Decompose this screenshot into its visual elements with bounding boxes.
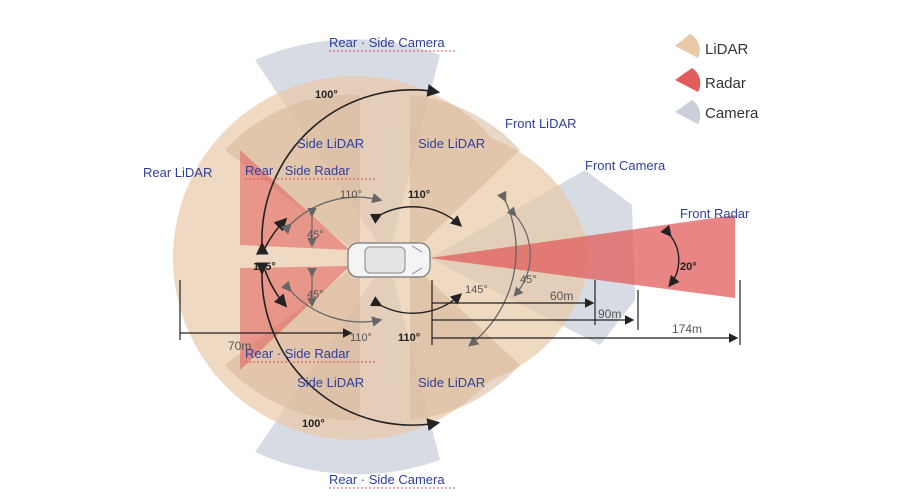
front-radar-zone (430, 215, 735, 298)
label-rear-lidar: Rear LiDAR (143, 165, 212, 180)
angle-labels: 100° 110° 110° 45° 145° 45° 20° 145° 45°… (253, 89, 697, 430)
distance-lidar-front: 60m (550, 289, 573, 303)
angle-camera-top: 100° (315, 89, 338, 101)
distance-labels: 60m 90m 174m 70m (228, 289, 702, 353)
legend-swatch-radar (675, 68, 701, 92)
angle-arcs (255, 84, 680, 431)
angle-side-lidar-bl: 110° (350, 332, 372, 344)
angle-camera-bottom: 100° (302, 418, 325, 430)
label-front-camera: Front Camera (585, 158, 666, 173)
distance-camera-front: 90m (598, 307, 621, 321)
angle-radar-bottom: 45° (307, 289, 324, 301)
angle-side-lidar-br: 110° (398, 332, 420, 344)
legend-item-camera: Camera (675, 100, 759, 124)
label-side-lidar-tr: Side LiDAR (418, 136, 485, 151)
legend: LiDAR Radar Camera (675, 34, 759, 124)
distance-lidar-rear: 70m (228, 339, 251, 353)
label-front-lidar: Front LiDAR (505, 116, 577, 131)
label-front-radar: Front Radar (680, 206, 750, 221)
label-side-lidar-bl: Side LiDAR (297, 375, 364, 390)
vehicle (347, 242, 431, 278)
legend-item-radar: Radar (675, 68, 746, 92)
label-side-lidar-br: Side LiDAR (418, 375, 485, 390)
angle-rear-lidar: 145° (253, 261, 276, 273)
label-rear-side-camera-top: Rear · Side Camera (329, 35, 445, 50)
legend-label-camera: Camera (705, 105, 759, 122)
angle-front-radar: 20° (680, 261, 697, 273)
legend-item-lidar: LiDAR (675, 34, 749, 58)
label-rear-side-radar-top: Rear · Side Radar (245, 163, 350, 178)
angle-radar-top: 45° (307, 229, 324, 241)
label-rear-side-radar-bottom: Rear · Side Radar (245, 346, 350, 361)
distance-radar-front: 174m (672, 322, 702, 336)
legend-label-lidar: LiDAR (705, 41, 749, 58)
legend-swatch-lidar (675, 34, 700, 58)
angle-side-lidar-tr: 110° (408, 189, 430, 201)
sensor-labels: Rear · Side Camera Front LiDAR Side LiDA… (143, 35, 750, 489)
angle-side-lidar-tl: 110° (340, 189, 362, 201)
angle-front-camera: 45° (520, 274, 537, 286)
legend-label-radar: Radar (705, 75, 746, 92)
distance-markers (179, 280, 741, 345)
legend-swatch-camera (675, 100, 701, 124)
angle-front-lidar: 145° (465, 284, 488, 296)
label-side-lidar-tl: Side LiDAR (297, 136, 364, 151)
label-rear-side-camera-bottom: Rear · Side Camera (329, 472, 445, 487)
